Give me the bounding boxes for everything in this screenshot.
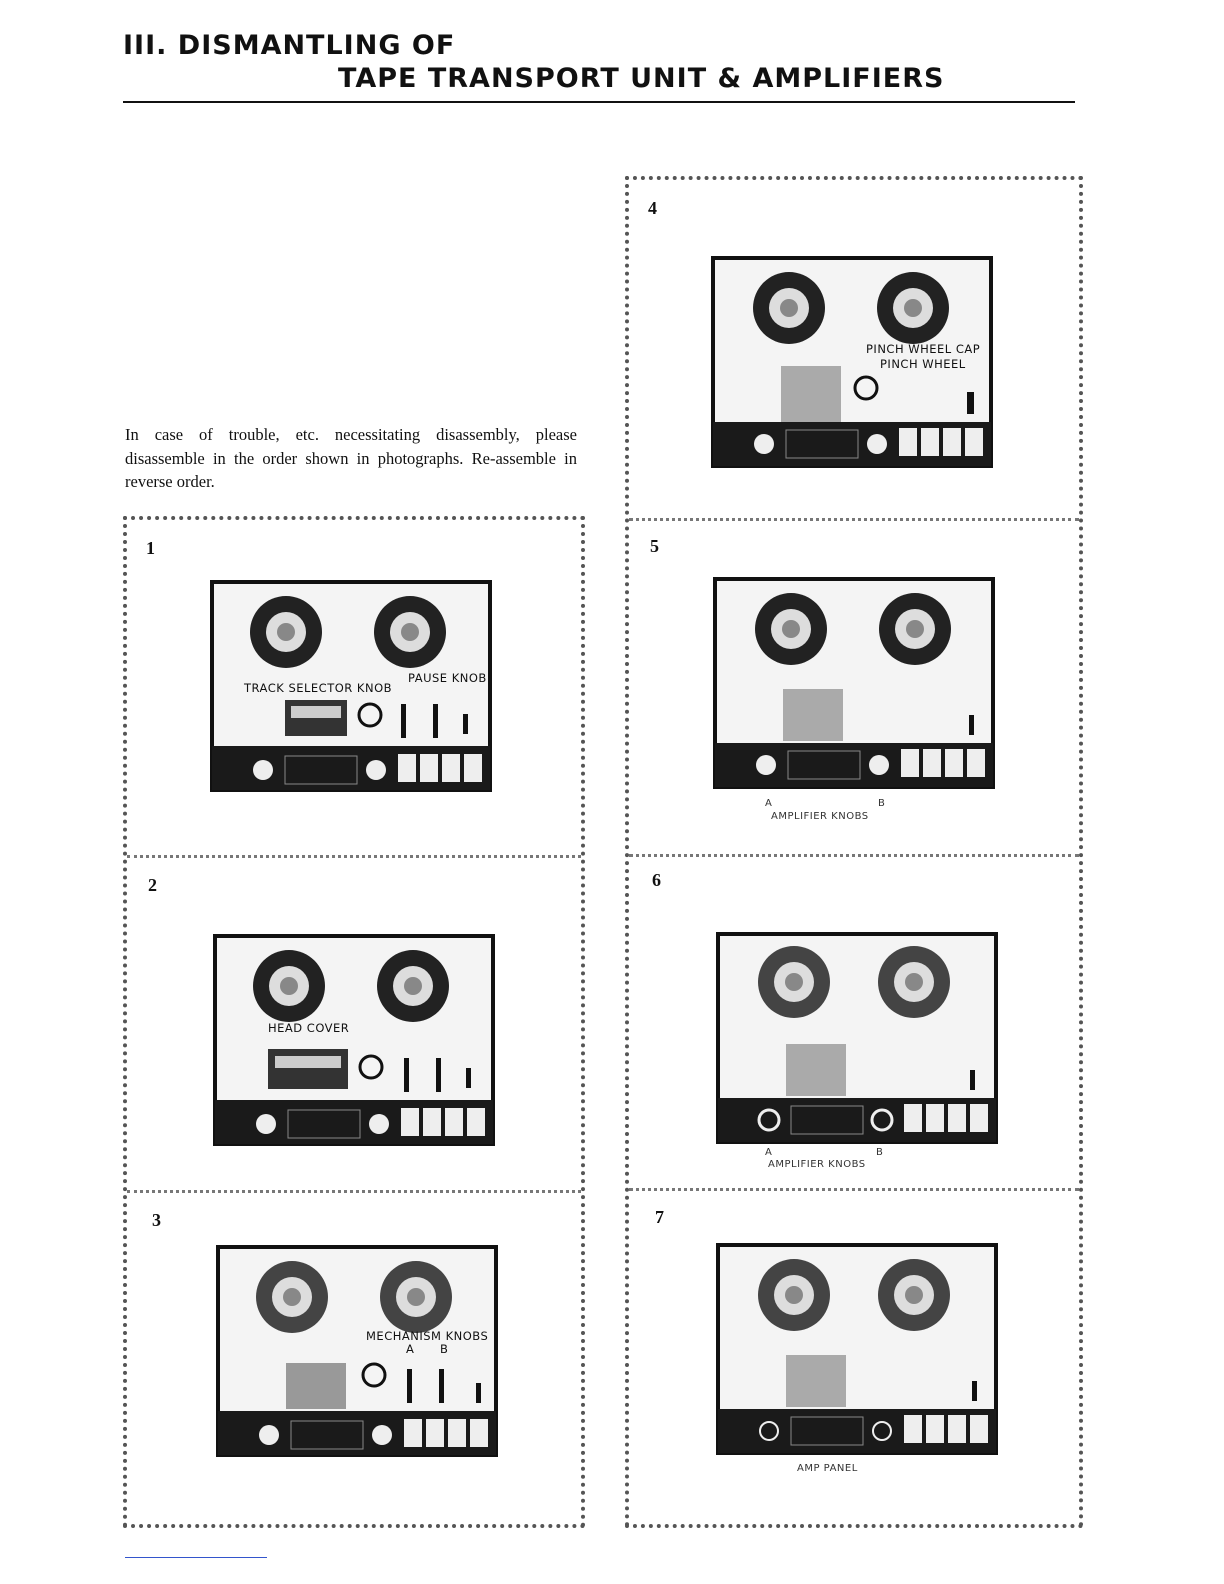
photo-step-7 [716,1243,998,1458]
step-number-4: 4 [648,198,657,218]
step-number-5: 5 [650,536,659,556]
right-separator-3 [629,1188,1079,1191]
photo-step-1 [210,580,492,795]
photo-step-3 [216,1245,498,1460]
label-amp-panel: AMP PANEL [797,1463,858,1474]
label-mechanism-knob-b: B [440,1342,449,1356]
label-amplifier-knobs-6: AMPLIFIER KNOBS [768,1159,866,1170]
photo-step-5 [713,577,995,792]
label-pause-knob: PAUSE KNOB [408,671,487,685]
label-pinch-wheel: PINCH WHEEL [880,357,966,371]
label-amp-knob-b-5: B [878,798,886,809]
section-title-line1: III. DISMANTLING OF [123,30,456,61]
photo-step-6 [716,932,998,1147]
right-photo-frame [625,176,1083,1528]
step-number-2: 2 [148,875,157,895]
step-number-3: 3 [152,1210,161,1230]
section-title-line2: TAPE TRANSPORT UNIT & AMPLIFIERS [338,63,945,94]
label-amp-knob-a-5: A [765,798,773,809]
left-separator-2 [127,1190,581,1193]
label-amplifier-knobs-5: AMPLIFIER KNOBS [771,811,869,822]
label-pinch-wheel-cap: PINCH WHEEL CAP [866,342,981,356]
right-separator-1 [629,518,1079,521]
label-head-cover: HEAD COVER [268,1021,350,1035]
title-underline [123,101,1075,103]
label-amp-knob-a-6: A [765,1147,773,1158]
step-number-7: 7 [655,1207,664,1227]
left-separator-1 [127,855,581,858]
step-number-1: 1 [146,538,155,558]
photo-step-2 [213,934,495,1149]
label-mechanism-knobs: MECHANISM KNOBS [366,1329,489,1343]
footer-link-line [125,1557,267,1558]
label-mechanism-knob-a: A [406,1342,415,1356]
step-number-6: 6 [652,870,661,890]
label-track-selector-knob: TRACK SELECTOR KNOB [244,681,393,695]
right-separator-2 [629,854,1079,857]
intro-paragraph: In case of trouble, etc. necessitating d… [125,425,577,491]
label-amp-knob-b-6: B [876,1147,884,1158]
left-photo-frame [123,516,585,1528]
photo-step-4 [711,256,993,471]
